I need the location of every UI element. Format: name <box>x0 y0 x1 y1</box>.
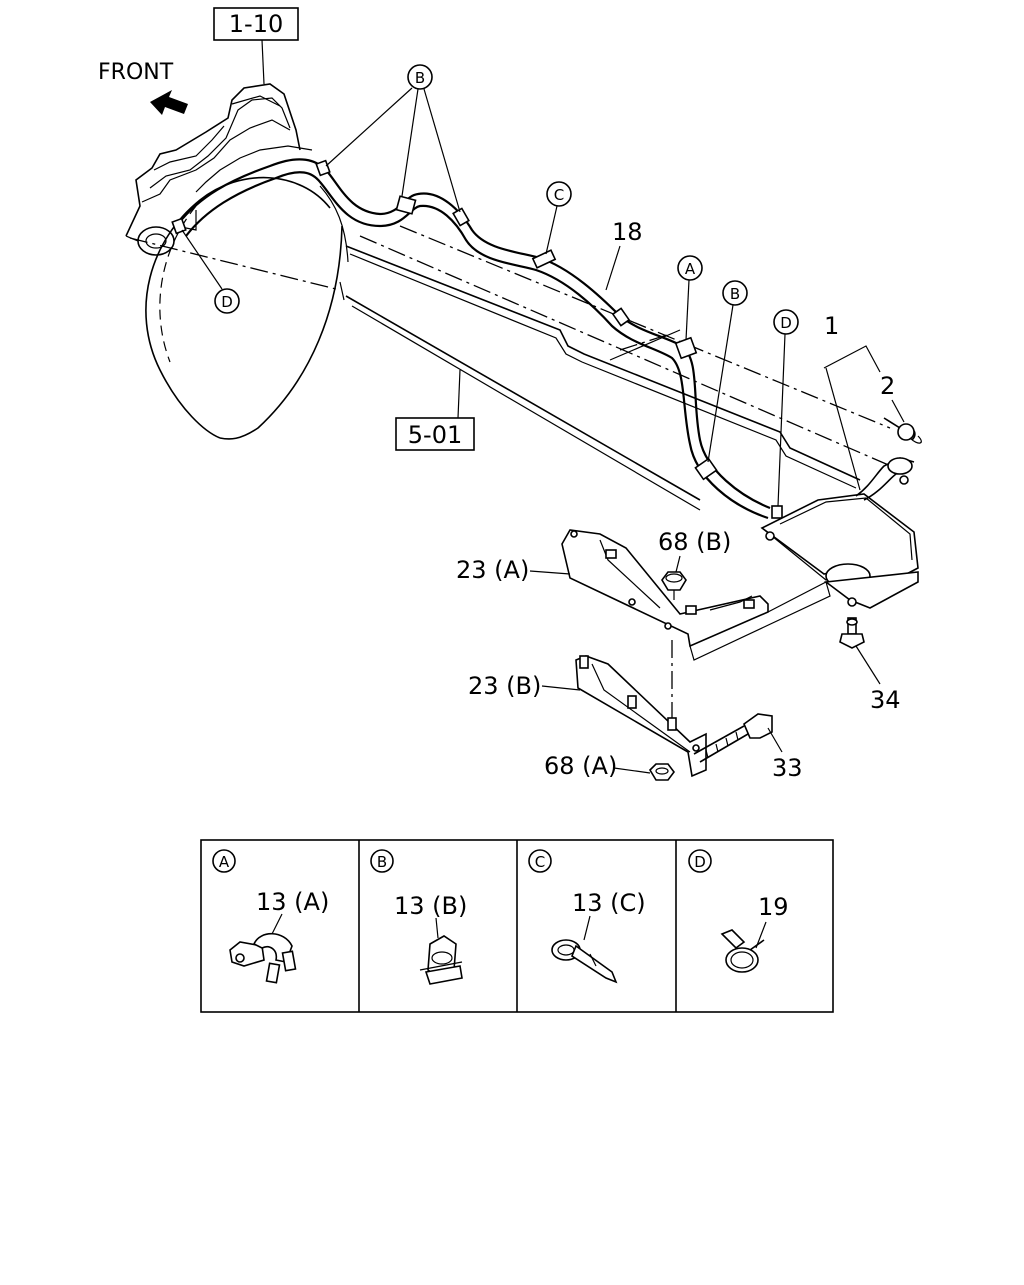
direction-label: FRONT <box>98 60 174 85</box>
callout-d-engine: D <box>181 229 240 314</box>
svg-text:C: C <box>535 853 545 871</box>
detail-part-c: 13 (C) <box>572 889 646 917</box>
hose-18 <box>175 158 771 520</box>
svg-text:B: B <box>730 285 740 303</box>
callout-1: 1 <box>824 312 839 340</box>
svg-text:B: B <box>415 69 425 87</box>
detail-panel-b: B 13 (B) <box>370 849 467 985</box>
detail-panels <box>200 839 834 1013</box>
clip-icon <box>551 939 618 984</box>
callout-33: 33 <box>772 754 803 782</box>
callout-b-hose: B <box>707 280 748 463</box>
engine-housing <box>125 83 313 256</box>
svg-text:D: D <box>694 853 706 871</box>
ref-box-frame-text: 5-01 <box>408 421 462 449</box>
wheel-arch <box>145 176 349 440</box>
frame-rails <box>129 225 901 511</box>
callout-2: 2 <box>880 372 895 400</box>
svg-text:A: A <box>685 260 696 278</box>
callout-23a: 23 (A) <box>456 556 529 584</box>
muffler <box>760 457 919 609</box>
callout-b-top: B <box>325 64 461 213</box>
callout-68a: 68 (A) <box>544 752 617 780</box>
callout-18: 18 <box>612 218 643 246</box>
ref-box-frame: 5-01 <box>395 369 475 451</box>
nut-68a <box>648 763 675 781</box>
detail-panel-c: C 13 (C) <box>528 849 646 984</box>
svg-text:D: D <box>780 314 792 332</box>
svg-text:A: A <box>219 853 230 871</box>
callout-a-hose: A <box>677 255 703 341</box>
svg-text:C: C <box>554 186 564 204</box>
callout-c-hose: C <box>545 181 572 255</box>
detail-panel-a: A 13 (A) <box>212 849 329 984</box>
clip-icon <box>171 159 783 519</box>
bracket-23b <box>575 655 707 778</box>
clip-icon <box>419 935 463 985</box>
ref-box-top-text: 1-10 <box>229 10 283 38</box>
tail-pipe-clip <box>883 417 922 444</box>
front-arrow-icon <box>150 90 188 115</box>
nut-icon <box>661 571 687 600</box>
detail-part-b: 13 (B) <box>394 892 467 920</box>
detail-part-a: 13 (A) <box>256 888 329 916</box>
bracket-23a <box>561 529 831 661</box>
svg-text:B: B <box>377 853 387 871</box>
detail-part-d: 19 <box>758 893 789 921</box>
bolt-icon <box>693 713 773 763</box>
hose-clamp-icon <box>720 929 765 973</box>
callout-68b: 68 (B) <box>658 528 731 556</box>
clip-icon <box>229 932 297 984</box>
ref-box-top: 1-10 <box>213 7 299 85</box>
svg-text:D: D <box>221 293 233 311</box>
callout-d-muffler: D <box>773 309 799 507</box>
callout-23b: 23 (B) <box>468 672 541 700</box>
detail-panel-d: D 19 <box>688 849 789 973</box>
bolt-34 <box>839 617 865 649</box>
callout-34: 34 <box>870 686 901 714</box>
